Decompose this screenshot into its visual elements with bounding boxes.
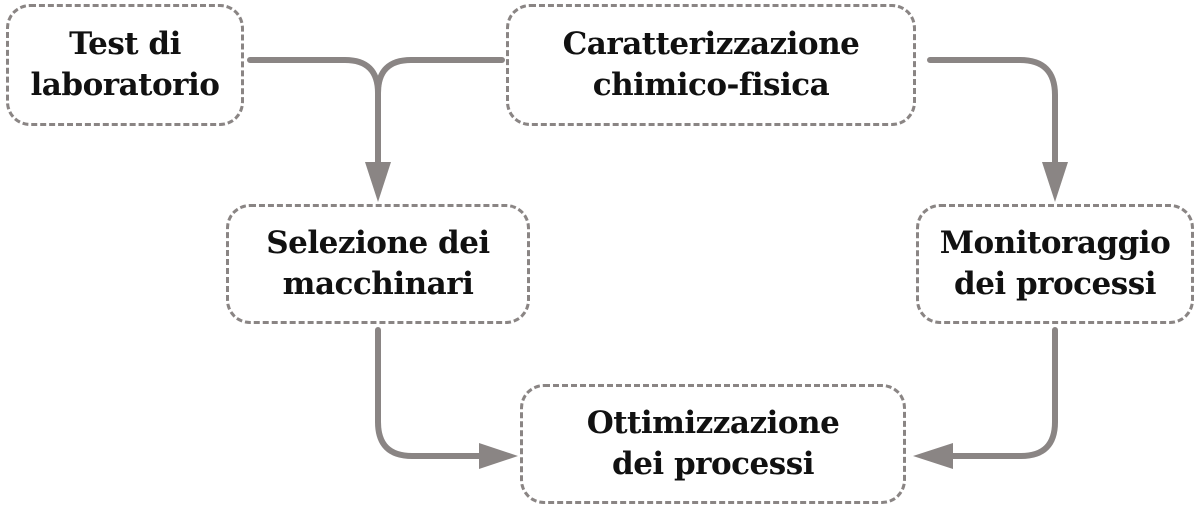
node-ottimizzazione-dei-processi: Ottimizzazione dei processi — [520, 384, 906, 504]
node-label: Test di laboratorio — [30, 26, 220, 103]
edge-sel-to-ott — [375, 327, 485, 459]
edge-car-to-mon — [927, 57, 1058, 168]
node-test-di-laboratorio: Test di laboratorio — [6, 4, 244, 126]
arrowhead-sel — [365, 162, 391, 202]
edge-lab-to-sel — [247, 57, 381, 168]
node-label: Ottimizzazione dei processi — [586, 405, 840, 482]
edge-car-to-sel — [375, 57, 505, 96]
node-selezione-dei-macchinari: Selezione dei macchinari — [226, 204, 530, 324]
arrowhead-ott-right — [913, 443, 953, 469]
edge-mon-to-ott — [947, 327, 1058, 459]
arrowhead-ott-left — [479, 443, 518, 469]
node-label: Selezione dei macchinari — [266, 225, 490, 302]
node-label: Caratterizzazione chimico-fisica — [562, 26, 860, 103]
node-monitoraggio-dei-processi: Monitoraggio dei processi — [916, 204, 1194, 324]
node-caratterizzazione-chimico-fisica: Caratterizzazione chimico-fisica — [506, 4, 916, 126]
arrowhead-mon — [1042, 162, 1068, 202]
node-label: Monitoraggio dei processi — [939, 225, 1171, 302]
